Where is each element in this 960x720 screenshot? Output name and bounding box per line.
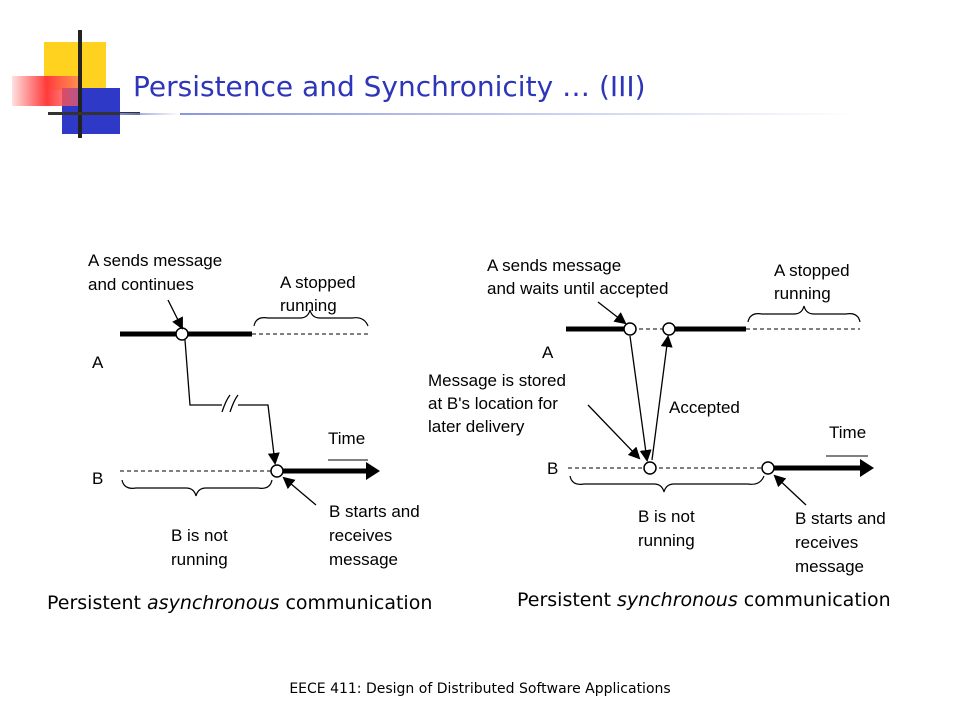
async-caption: Persistent asynchronous communication xyxy=(47,592,433,614)
async-send-point xyxy=(175,327,189,341)
async-b-not-line2: running xyxy=(171,550,228,569)
sync-stored-line3: later delivery xyxy=(428,417,525,436)
sync-pointer-stored xyxy=(587,404,641,460)
async-a-sends-line2: and continues xyxy=(88,275,194,294)
async-a-stopped-line1: A stopped xyxy=(280,273,356,292)
sync-b-not-line1: B is not xyxy=(638,507,695,526)
sync-a-sends-line2: and waits until accepted xyxy=(487,279,668,298)
sync-label-a: A xyxy=(542,343,554,362)
async-b-not-line1: B is not xyxy=(171,526,228,545)
title-underline-ext xyxy=(180,113,860,115)
sync-a-stopped-brace xyxy=(747,305,861,323)
async-b-not-brace xyxy=(121,479,273,497)
logo-red-bar xyxy=(12,76,82,106)
async-label-a: A xyxy=(92,353,104,372)
sync-message-arrow xyxy=(629,335,652,462)
sync-pointer-b-starts xyxy=(773,474,807,506)
sync-label-b: B xyxy=(547,459,558,478)
async-b-starts-line3: message xyxy=(329,550,398,569)
sync-accept-arrow xyxy=(651,335,673,461)
sync-accepted-point xyxy=(662,322,676,336)
sync-stored-line1: Message is stored xyxy=(428,371,566,390)
async-message-path xyxy=(184,339,280,465)
async-a-stopped-brace xyxy=(253,309,369,327)
async-time-label: Time xyxy=(328,429,365,448)
sync-time-label: Time xyxy=(829,423,866,442)
slide-footer: EECE 411: Design of Distributed Software… xyxy=(289,681,671,697)
title-underline xyxy=(120,113,180,115)
async-b-starts-line1: B starts and xyxy=(329,502,420,521)
async-b-timeline xyxy=(120,462,380,480)
logo-vertical-line xyxy=(78,30,82,138)
sync-caption: Persistent synchronous communication xyxy=(517,589,891,611)
slide-title: Persistence and Synchronicity … (III) xyxy=(133,70,646,103)
async-a-stopped-line2: running xyxy=(280,296,337,315)
sync-b-starts-line2: receives xyxy=(795,533,858,552)
sync-a-sends-line1: A sends message xyxy=(487,256,621,275)
async-b-starts-line2: receives xyxy=(329,526,392,545)
sync-b-not-brace xyxy=(569,475,765,493)
sync-pointer-a-sends xyxy=(597,301,627,325)
sync-b-starts-line1: B starts and xyxy=(795,509,886,528)
async-pointer-a-sends xyxy=(167,299,183,330)
decorative-corner-logo xyxy=(12,30,180,138)
sync-receive-point xyxy=(761,461,775,475)
logo-horizontal-line xyxy=(48,112,140,115)
sync-stored-line2: at B's location for xyxy=(428,394,558,413)
async-receive-point xyxy=(270,464,284,478)
sync-b-not-line2: running xyxy=(638,531,695,550)
sync-a-stopped-line1: A stopped xyxy=(774,261,850,280)
sync-a-stopped-line2: running xyxy=(774,284,831,303)
async-a-sends-line1: A sends message xyxy=(88,251,222,270)
sync-stored-point xyxy=(643,461,657,475)
async-pointer-b-starts xyxy=(282,476,317,506)
sync-send-point xyxy=(623,322,637,336)
sync-accepted-label: Accepted xyxy=(669,398,740,417)
async-label-b: B xyxy=(92,469,103,488)
sync-b-timeline xyxy=(568,459,874,477)
sync-b-starts-line3: message xyxy=(795,557,864,576)
